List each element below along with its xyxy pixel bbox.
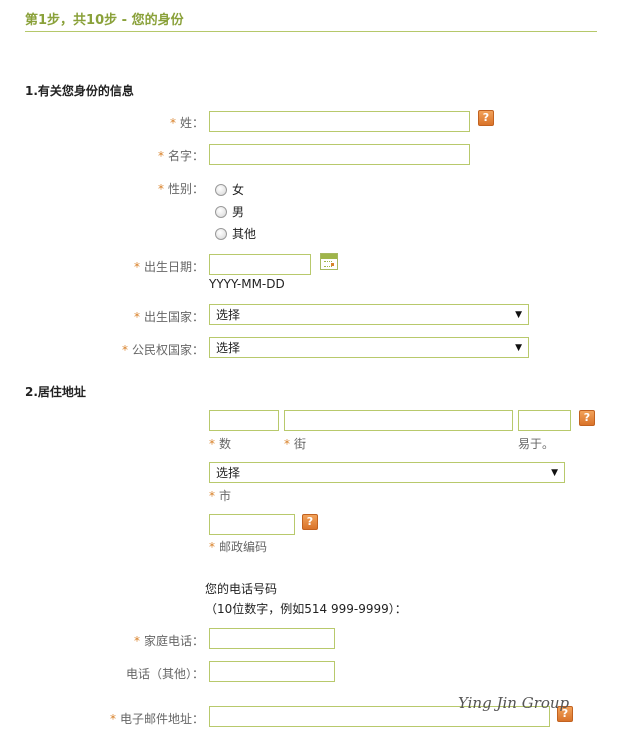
other-phone-label: 电话（其他）： <box>125 667 204 681</box>
section-title-identity: 1.有关您身份的信息 <box>25 84 134 98</box>
help-icon[interactable]: ? <box>579 410 595 426</box>
gender-option-male[interactable]: 男 <box>215 203 244 220</box>
apartment-input[interactable] <box>518 410 571 431</box>
required-star: * <box>109 712 116 726</box>
required-star: * <box>209 437 215 451</box>
calendar-icon[interactable] <box>320 253 338 270</box>
help-icon[interactable]: ? <box>557 706 573 722</box>
other-phone-input[interactable] <box>209 661 335 682</box>
street-input[interactable] <box>284 410 513 431</box>
step-title: 第1步，共10步 - 您的身份 <box>25 13 184 28</box>
required-star: * <box>133 310 140 324</box>
phone-heading: 您的电话号码 <box>205 582 278 596</box>
postal-code-input[interactable] <box>209 514 295 535</box>
citizenship-label: *公民权国家： <box>121 343 204 357</box>
dob-format-hint: YYYY-MM-DD <box>209 277 285 291</box>
phone-hint: （10位数字，例如514 999-9999）： <box>205 602 407 616</box>
radio-button[interactable] <box>215 205 227 218</box>
watermark: Ying Jin Group <box>458 694 570 712</box>
apartment-caption: 易于。 <box>518 437 555 451</box>
dob-input[interactable] <box>209 254 311 275</box>
email-label: *电子邮件地址： <box>109 712 204 726</box>
surname-input[interactable] <box>209 111 470 132</box>
citizenship-select[interactable]: 选择▼ <box>209 337 529 358</box>
street-number-input[interactable] <box>209 410 279 431</box>
given-name-input[interactable] <box>209 144 470 165</box>
radio-button[interactable] <box>215 183 227 196</box>
birth-country-select[interactable]: 选择▼ <box>209 304 529 325</box>
home-phone-input[interactable] <box>209 628 335 649</box>
email-input[interactable] <box>209 706 550 727</box>
chevron-down-icon: ▼ <box>515 309 522 320</box>
required-star: * <box>284 437 290 451</box>
required-star: * <box>209 489 215 503</box>
city-select[interactable]: 选择▼ <box>209 462 565 483</box>
required-star: * <box>133 634 140 648</box>
required-star: * <box>133 260 140 274</box>
surname-label: *姓： <box>169 116 204 130</box>
chevron-down-icon: ▼ <box>515 342 522 353</box>
postal-code-caption: *邮政编码 <box>209 540 268 554</box>
help-icon[interactable]: ? <box>478 110 494 126</box>
required-star: * <box>169 116 176 130</box>
required-star: * <box>157 182 164 196</box>
dob-label: *出生日期： <box>133 260 204 274</box>
section-title-address: 2.居住地址 <box>25 385 86 399</box>
home-phone-label: *家庭电话： <box>133 634 204 648</box>
required-star: * <box>157 149 164 163</box>
gender-option-female[interactable]: 女 <box>215 181 244 198</box>
birth-country-label: *出生国家： <box>133 310 204 324</box>
city-caption: *市 <box>209 489 232 503</box>
required-star: * <box>209 540 215 554</box>
header-divider <box>25 31 597 32</box>
chevron-down-icon: ▼ <box>551 467 558 478</box>
given-name-label: *名字： <box>157 149 204 163</box>
street-number-caption: *数 <box>209 437 232 451</box>
help-icon[interactable]: ? <box>302 514 318 530</box>
gender-label: *性别： <box>157 182 204 196</box>
required-star: * <box>121 343 128 357</box>
street-caption: *街 <box>284 437 307 451</box>
gender-option-other[interactable]: 其他 <box>215 225 256 242</box>
radio-button[interactable] <box>215 227 227 240</box>
